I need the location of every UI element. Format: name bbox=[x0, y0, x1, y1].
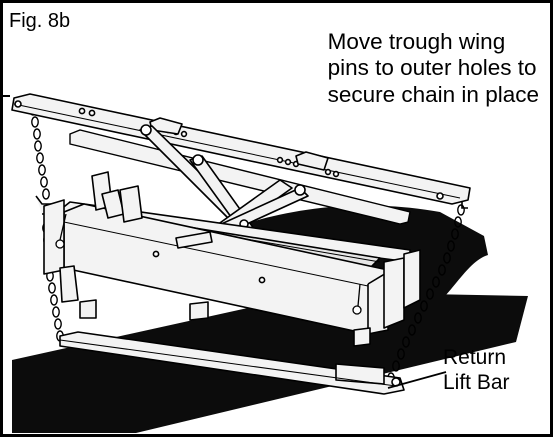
callout-line-2: Lift Bar bbox=[443, 370, 510, 394]
return-lift-bar-callout: Return Lift Bar bbox=[443, 346, 510, 395]
instruction-line-1: Move trough wing bbox=[327, 29, 506, 54]
right-chain bbox=[387, 204, 465, 384]
trough-frame bbox=[43, 171, 421, 347]
figure-label: Fig. 8b bbox=[9, 10, 71, 32]
return-lift-bar bbox=[59, 331, 405, 395]
instruction-line-2: pins to outer holes to bbox=[327, 55, 537, 81]
callout-line-1: Return bbox=[443, 346, 507, 369]
instruction-text: Move trough wing pins to outer holes to … bbox=[328, 29, 539, 108]
callout-leader bbox=[387, 371, 447, 389]
instruction-line-3: secure chain in place bbox=[327, 81, 539, 107]
trough-wing-pins bbox=[55, 213, 362, 315]
upper-lift-bar bbox=[11, 93, 471, 205]
rear-rail bbox=[69, 129, 411, 225]
